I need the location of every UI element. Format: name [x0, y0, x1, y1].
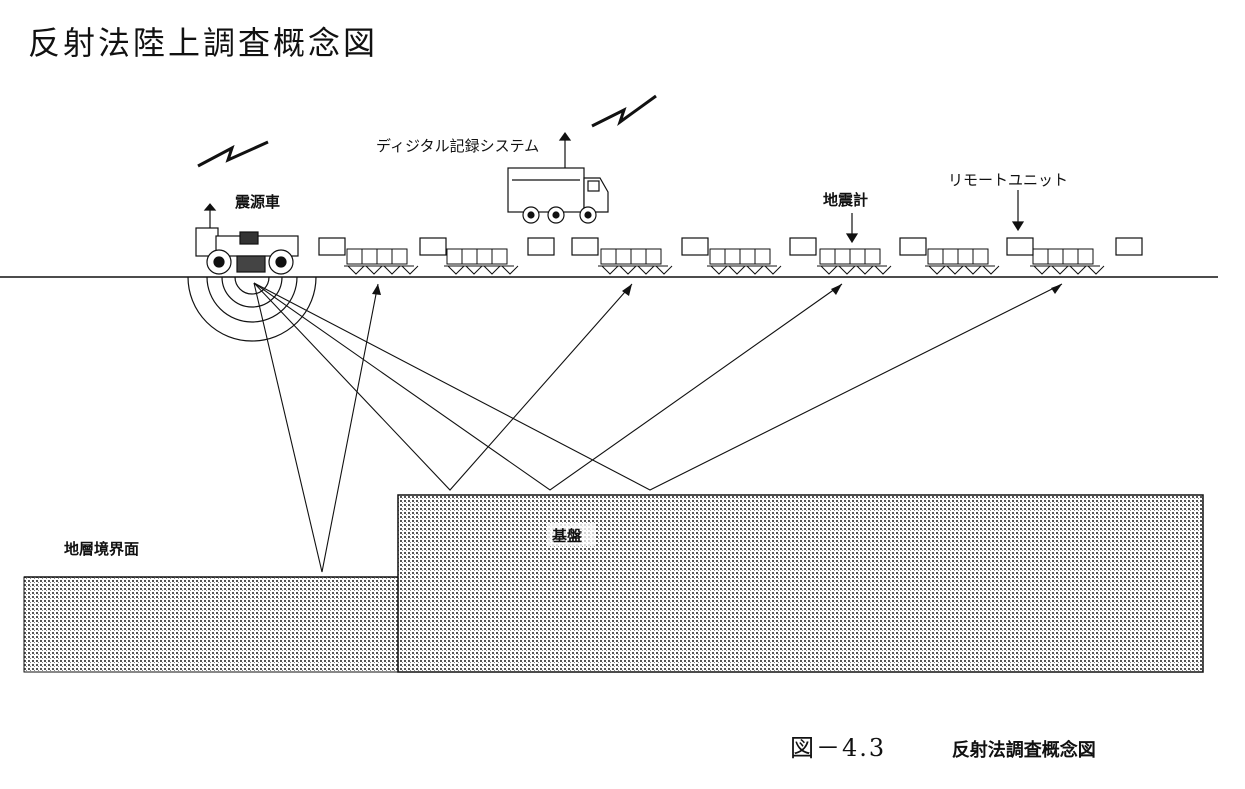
- wave-fronts: [187, 276, 317, 342]
- label-recording-system: ディジタル記録システム: [376, 137, 539, 155]
- source-vehicle: [195, 203, 299, 275]
- remote-units: [318, 237, 1143, 256]
- label-basement: 基盤: [551, 527, 583, 545]
- recording-truck: [507, 131, 609, 224]
- ray-paths: [253, 282, 1063, 573]
- label-remote-unit: リモートユニット: [948, 171, 1068, 189]
- caption-title: 反射法調査概念図: [951, 740, 1096, 761]
- label-arrows: [845, 190, 1025, 244]
- page-title: 反射法陸上調査概念図: [28, 24, 379, 62]
- figure-caption: 図－4.3 反射法調査概念図: [790, 728, 1096, 763]
- label-layer-boundary: 地層境界面: [64, 540, 139, 558]
- label-geophone: 地震計: [823, 191, 868, 209]
- basement-block: [397, 494, 1204, 673]
- radio-signal-1: [197, 140, 269, 168]
- caption-number: 図－4.3: [790, 734, 887, 762]
- geophone-group-6: [925, 248, 1000, 275]
- geophone-group-7: [1030, 248, 1105, 275]
- geophone-groups: [344, 248, 1105, 275]
- label-source-vehicle: 震源車: [235, 193, 280, 211]
- geophone-group-2: [444, 248, 519, 275]
- lower-layer: [23, 576, 399, 673]
- geophone-group-5: [817, 248, 892, 275]
- ray-arrowheads: [372, 284, 1062, 296]
- geophone-group-1: [344, 248, 419, 275]
- geophone-group-3: [598, 248, 673, 275]
- geophone-group-4: [707, 248, 782, 275]
- radio-signal-2: [591, 94, 657, 128]
